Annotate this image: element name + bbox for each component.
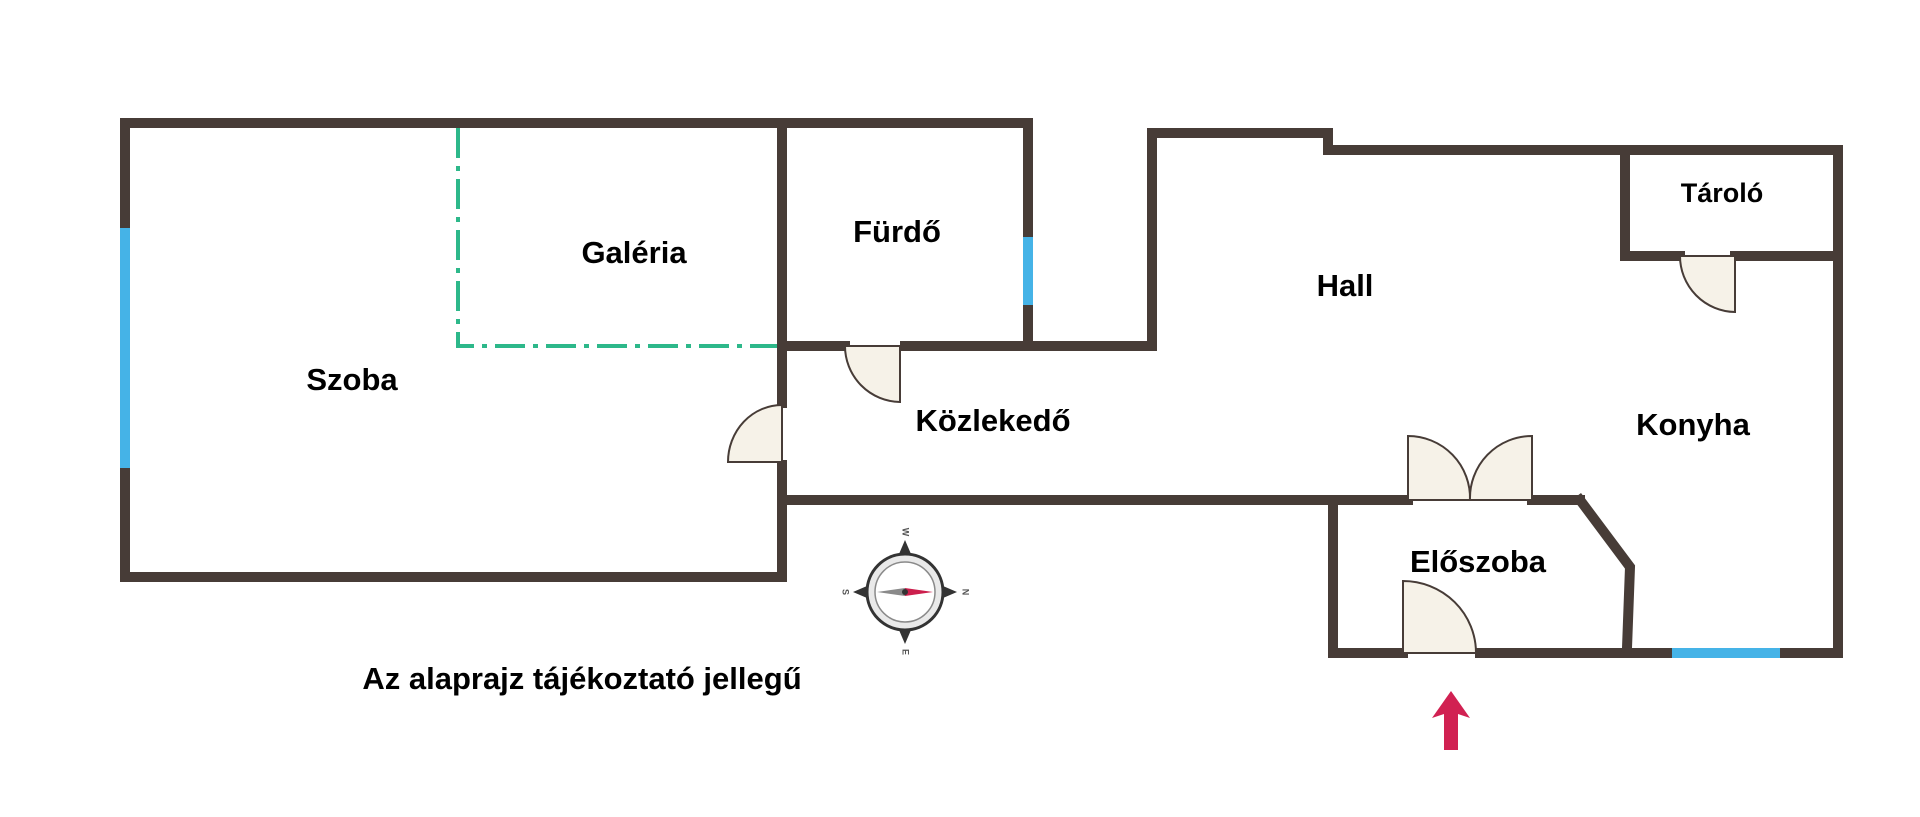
doors <box>726 255 1736 654</box>
entrance-arrow-icon <box>1432 691 1470 750</box>
compass-south-letter: S <box>841 589 851 595</box>
room-label-galeria: Galéria <box>581 235 687 270</box>
door-tarolo <box>1678 255 1736 314</box>
compass-east-letter: E <box>901 649 911 655</box>
compass-west-letter: W <box>901 528 911 537</box>
door-furdo <box>843 345 901 404</box>
compass-north-letter: N <box>961 589 971 596</box>
compass-icon: N S E W <box>841 528 971 655</box>
room-label-furdo: Fürdő <box>853 214 941 249</box>
gallery-outline <box>456 128 782 348</box>
disclaimer-note: Az alaprajz tájékoztató jellegű <box>362 661 801 696</box>
room-label-szoba: Szoba <box>306 362 398 397</box>
room-label-konyha: Konyha <box>1636 407 1750 442</box>
windows <box>120 228 1780 658</box>
door-entrance <box>1402 579 1478 654</box>
room-label-hall: Hall <box>1317 268 1374 303</box>
walls <box>120 118 1843 658</box>
door-szoba <box>726 403 783 463</box>
room-label-tarolo: Tároló <box>1681 178 1764 208</box>
wall-hall-top <box>1147 128 1843 155</box>
room-labels: Szoba Galéria Fürdő Hall Tároló Közleked… <box>306 178 1763 579</box>
room-label-eloszoba: Előszoba <box>1410 544 1547 579</box>
room-label-kozlekedo: Közlekedő <box>915 403 1070 438</box>
door-double-right <box>1468 434 1533 501</box>
wall-eloszoba-slant <box>1573 493 1636 654</box>
door-double-left <box>1407 434 1472 501</box>
